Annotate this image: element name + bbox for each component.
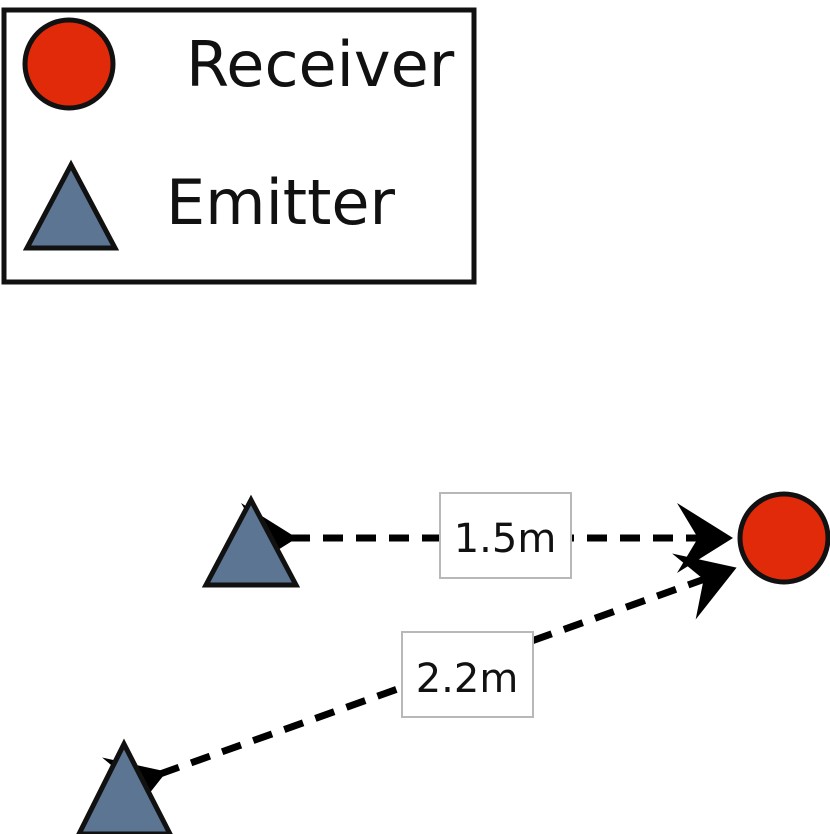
legend-label-emitter: Emitter	[166, 166, 396, 239]
receiver-icon	[737, 491, 830, 585]
distance-label-1: 1.5m	[454, 516, 557, 562]
emitter-1-icon	[201, 494, 301, 588]
distance-label-2: 2.2m	[416, 656, 519, 702]
legend: Receiver Emitter	[1, 7, 477, 285]
emitter-legend-icon	[22, 159, 120, 251]
emitter-2-icon	[76, 738, 173, 834]
receiver-legend-icon	[22, 17, 116, 111]
distance-connection-2: 2.2m	[102, 553, 737, 824]
distance-connection-1: 1.5m	[241, 492, 733, 579]
legend-label-receiver: Receiver	[186, 28, 455, 101]
distance-label-box-2	[401, 631, 534, 718]
